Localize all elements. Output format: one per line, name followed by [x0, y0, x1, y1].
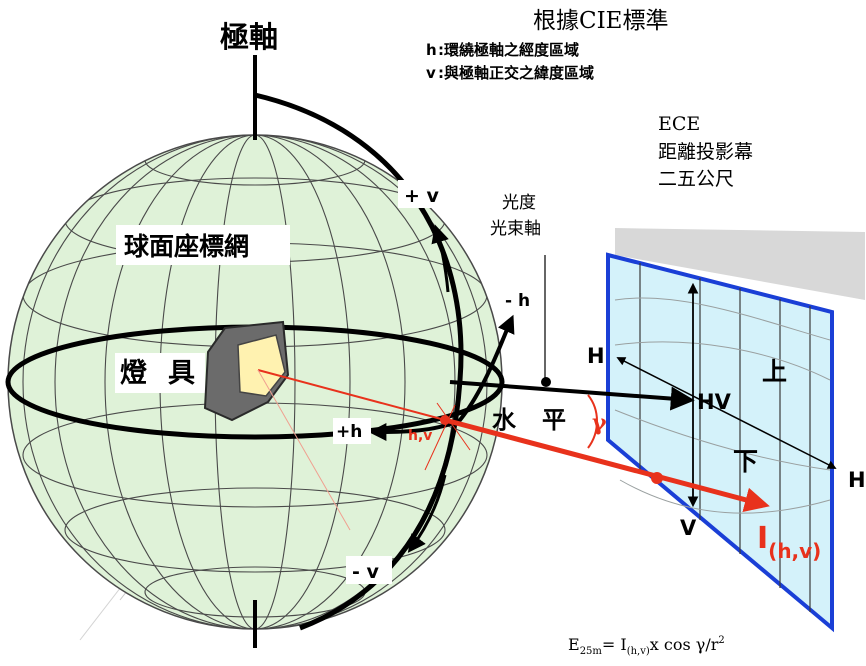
sphere-label-bg: [116, 225, 290, 265]
intensity-beam: [444, 417, 770, 512]
minus-h-bg: [500, 287, 532, 313]
luminaire-label-1: 燈: [120, 358, 147, 389]
beam-axis-label: 光束軸: [490, 219, 541, 239]
upper-label: 上: [762, 357, 787, 386]
screen-h-right-label: H: [848, 468, 866, 492]
v-definition-key: v: [426, 64, 436, 82]
intensity-label: I(h,v): [757, 521, 821, 563]
screen-hv-label: HV: [697, 390, 732, 414]
screen-h-left-label: H: [587, 344, 605, 368]
h-definition-key: h: [426, 41, 437, 59]
lower-label: 下: [733, 447, 758, 476]
illuminance-formula: E25m= I(h,v)x cos γ/r2: [568, 635, 725, 657]
photometric-label: 光度: [502, 193, 536, 213]
plus-v-bg: [398, 180, 440, 208]
red-ray: [257, 369, 446, 421]
v-definition: :與極軸正交之緯度區域: [438, 64, 594, 82]
minus-v-arrow: [407, 474, 447, 553]
plus-h-label: +h: [336, 422, 362, 442]
title-label: 根據CIE標準: [533, 8, 668, 34]
minus-v-bg: [346, 556, 392, 584]
longitude-arc: [384, 321, 512, 434]
screen-shadow: [615, 228, 865, 300]
polar-axis-label: 極軸: [220, 20, 278, 54]
hv-point-label: h,v: [408, 428, 432, 444]
h-definition: :環繞極軸之經度區域: [438, 41, 579, 59]
sphere-grid-label: 球面座標網: [124, 232, 249, 261]
horizontal-beam: [449, 380, 695, 411]
projection-screen: [606, 252, 834, 633]
hv-tick: [424, 404, 456, 471]
horizontal-label-2: 平: [542, 405, 566, 434]
screen-distance-label: 距離投影幕: [658, 141, 753, 163]
minus-h-arrow: [497, 314, 515, 346]
gamma-label: γ: [592, 410, 607, 436]
plus-v-arrow: [431, 224, 450, 293]
gamma-arc: [587, 394, 598, 449]
hv-tick: [436, 402, 471, 451]
screen-v-label: V: [680, 516, 697, 540]
screen-horizontal-axis: [616, 357, 837, 469]
luminaire-lens: [237, 334, 286, 397]
distance-value-label: 二五公尺: [658, 168, 734, 190]
minus-h-label: - h: [505, 291, 530, 311]
screen-hit-point: [651, 472, 663, 484]
beam-axis-point: [541, 377, 551, 387]
plus-v-label: + v: [404, 185, 440, 207]
luminaire-label-2: 具: [168, 358, 195, 389]
ece-label: ECE: [658, 113, 700, 135]
lamp-label-bg: [115, 353, 205, 393]
red-ray-faint: [257, 369, 351, 531]
plus-h-bg: [333, 418, 371, 444]
minus-v-label: - v: [352, 561, 380, 583]
horizontal-label-1: 水: [492, 405, 517, 434]
